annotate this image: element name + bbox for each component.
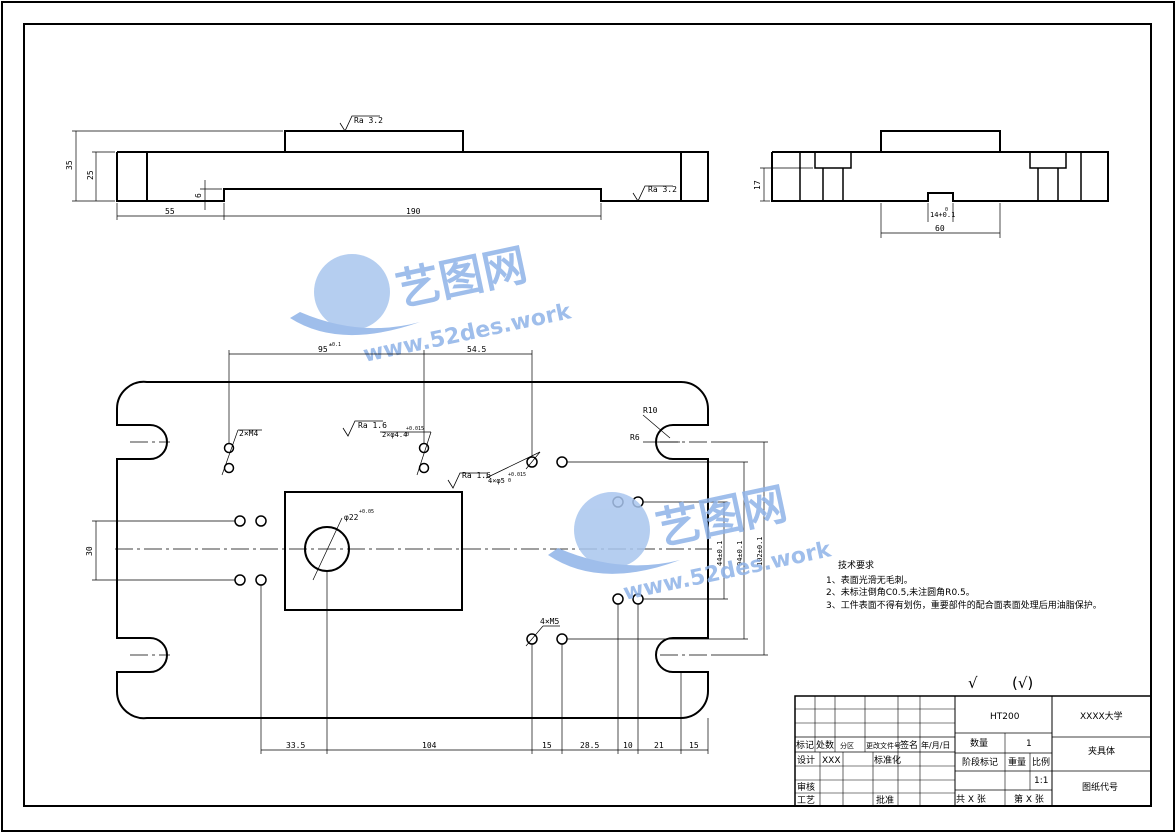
dim-slot-tol: 0 — [945, 207, 948, 213]
tb-rev-count: 处数 — [816, 739, 834, 751]
callout-phi44-tol: +0.015 — [406, 426, 424, 432]
front-view — [72, 115, 709, 220]
tb-drawing-no: 图纸代号 — [1082, 781, 1118, 793]
tb-sheet-no: 第 X 张 — [1014, 793, 1044, 805]
tb-qty-label: 数量 — [970, 737, 988, 749]
watermark-logo-1: 艺图网 www.52des.work — [290, 239, 575, 368]
tb-part: 夹具体 — [1088, 745, 1115, 757]
tb-rev-zone: 分区 — [840, 741, 854, 750]
tb-review: 审核 — [797, 781, 815, 793]
title-block — [794, 695, 1152, 807]
tb-approve: 批准 — [876, 794, 894, 806]
callout-2m4: 2×M4 — [239, 429, 258, 438]
dim-slot: 14+0.1 — [930, 211, 955, 219]
callout-4m5: 4×M5 — [540, 617, 559, 626]
tech-item-1: 1、表面光滑无毛刺。 — [826, 574, 913, 586]
roughness-top: Ra 3.2 — [354, 116, 383, 125]
dim-r6: R6 — [630, 433, 640, 442]
tech-item-3: 3、工件表面不得有划伤，重要部件的配合面表面处理后用油脂保护。 — [826, 599, 1102, 611]
dim-95: 95 — [318, 345, 328, 354]
dim-25: 25 — [86, 170, 95, 180]
plan-view — [92, 350, 768, 754]
dim-54-5: 54.5 — [467, 345, 486, 354]
tb-process: 工艺 — [797, 795, 815, 806]
dim-94: 94±0.1 — [736, 541, 744, 566]
dim-44: 44±0.1 — [716, 541, 724, 566]
tb-weight: 重量 — [1008, 756, 1026, 768]
callout-center-hole: φ22 — [344, 513, 359, 522]
dim-104: 104 — [422, 741, 437, 750]
watermark-url-1: www.52des.work — [361, 299, 574, 368]
callout-phi44-tol2: 0 — [406, 432, 409, 438]
tech-title: 技术要求 — [838, 559, 874, 571]
dim-102: 102±0.1 — [756, 536, 764, 566]
dim-190: 190 — [406, 207, 421, 216]
tb-qty: 1 — [1026, 739, 1032, 749]
dim-60: 60 — [935, 224, 945, 233]
tb-design: 设计 — [797, 754, 815, 766]
side-view — [760, 130, 1109, 238]
watermark-brand-1: 艺图网 — [392, 239, 532, 316]
tb-rev-date: 年/月/日 — [921, 740, 950, 750]
dim-55: 55 — [165, 207, 175, 216]
tb-standard: 标准化 — [874, 754, 901, 766]
dim-30: 30 — [85, 546, 94, 556]
tb-scale: 1:1 — [1034, 776, 1048, 786]
dim-95-tol: ±0.1 — [329, 342, 341, 348]
callout-center-hole-tol: +0.05 — [359, 509, 374, 515]
roughness-ra16a: Ra 1.6 — [358, 421, 387, 430]
tb-stage: 阶段标记 — [962, 756, 998, 768]
dim-6: 6 — [194, 193, 203, 198]
watermark-url-2: www.52des.work — [621, 537, 834, 606]
tb-rev-sign: 签名 — [900, 739, 918, 751]
dim-35: 35 — [65, 160, 74, 170]
tb-designer: XXX — [822, 756, 841, 766]
tb-school: XXXX大学 — [1080, 710, 1123, 722]
dim-17: 17 — [753, 180, 762, 190]
tech-item-2: 2、未标注倒角C0.5,未注圆角R0.5。 — [826, 586, 975, 598]
dim-15a: 15 — [542, 741, 552, 750]
callout-phi44: 2×φ4.4 — [382, 431, 407, 439]
roughness-right: Ra 3.2 — [648, 185, 677, 194]
callout-4phi5: 4×φ5 — [488, 477, 505, 485]
dim-21: 21 — [654, 741, 664, 750]
dim-33-5: 33.5 — [286, 741, 305, 750]
dim-15b: 15 — [689, 741, 699, 750]
callout-4phi5-tol: +0.015 — [508, 472, 526, 478]
finish-symbol-b: (√) — [1012, 674, 1033, 692]
tb-material: HT200 — [990, 712, 1020, 722]
tb-rev-mark: 标记 — [796, 739, 814, 751]
dim-10: 10 — [623, 741, 633, 750]
callout-4phi5-tol2: 0 — [508, 478, 511, 484]
tb-sheets-total: 共 X 张 — [956, 794, 986, 805]
dim-r10: R10 — [643, 406, 658, 415]
inner-border — [23, 23, 1152, 807]
watermark-logo-2: 艺图网 www.52des.work — [548, 478, 835, 606]
finish-symbol-a: √ — [968, 674, 978, 692]
tb-scale-label: 比例 — [1032, 756, 1050, 768]
dim-28-5: 28.5 — [580, 741, 599, 750]
tb-rev-doc: 更改文件号 — [866, 741, 901, 750]
roughness-ra16b: Ra 1.6 — [462, 471, 491, 480]
